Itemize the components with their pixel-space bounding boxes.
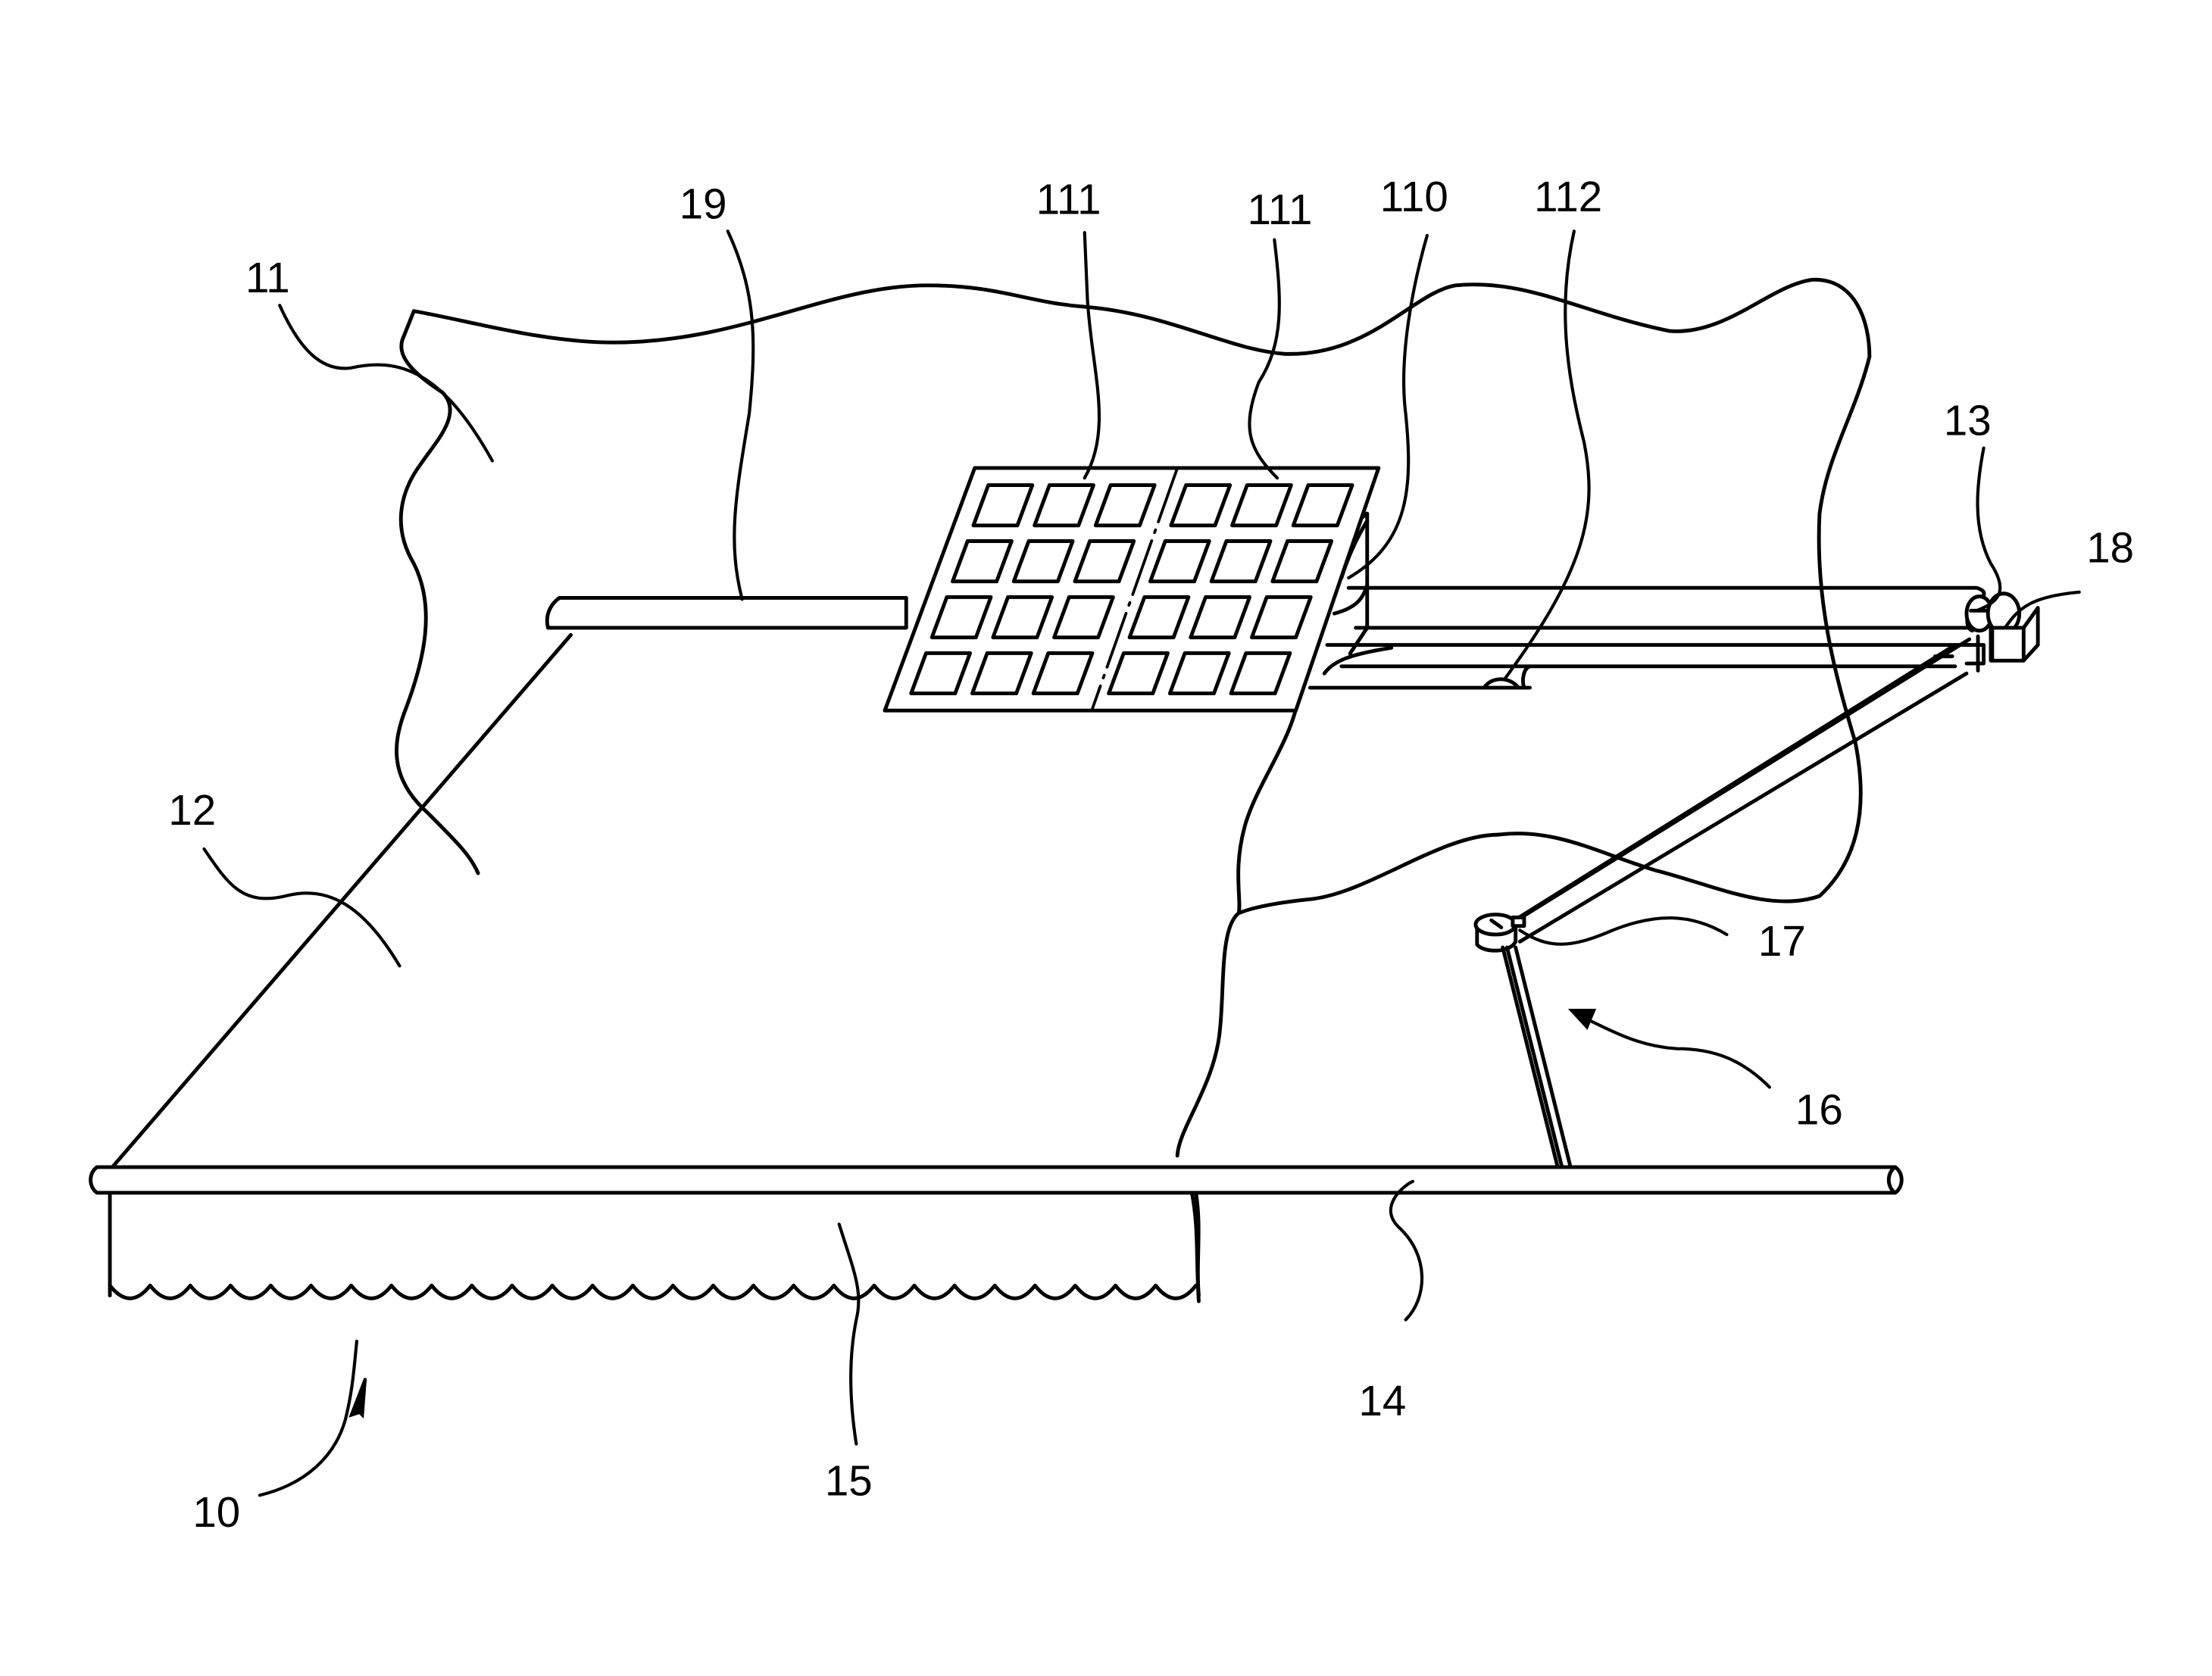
leader-13 <box>1975 446 2002 613</box>
label-15: 15 <box>825 1456 873 1504</box>
valance[interactable] <box>108 1191 1201 1300</box>
arrowhead-16 <box>1567 1008 1597 1030</box>
leader-15 <box>837 1222 861 1446</box>
leader-16 <box>1575 1013 1772 1089</box>
solar-cell <box>991 595 1054 640</box>
solar-cell <box>1169 483 1233 528</box>
solar-cell <box>1209 539 1273 584</box>
solar-cell <box>1189 595 1252 640</box>
solar-panel[interactable] <box>883 466 1381 713</box>
label-112: 112 <box>1534 173 1602 220</box>
leader-12 <box>202 847 401 968</box>
label-13: 13 <box>1944 397 1992 445</box>
elbow-joint[interactable] <box>1473 913 1526 953</box>
solar-cell <box>1107 651 1170 696</box>
solar-cells <box>909 483 1354 696</box>
solar-cell <box>1291 483 1354 528</box>
leader-lines <box>202 229 2081 1497</box>
leader-17 <box>1518 916 1729 946</box>
solar-cell <box>1167 651 1231 696</box>
label-110: 110 <box>1380 173 1448 220</box>
solar-cell <box>909 651 973 696</box>
solar-cell <box>1229 651 1292 696</box>
label-11: 11 <box>245 254 290 301</box>
front-bar[interactable] <box>89 1165 1904 1195</box>
label-111-right: 111 <box>1248 186 1313 233</box>
arrowhead-10 <box>348 1378 367 1419</box>
leader-112 <box>1504 229 1591 679</box>
label-10: 10 <box>192 1488 240 1536</box>
upper-arm[interactable] <box>1496 637 1972 944</box>
solar-cell <box>1033 483 1095 528</box>
solar-cell <box>1031 651 1095 696</box>
label-17: 17 <box>1758 917 1806 965</box>
leader-11 <box>278 304 495 463</box>
reference-numerals: 10 11 12 13 14 15 16 17 18 19 110 111 11… <box>168 173 2134 1536</box>
wall-outline <box>395 277 1872 1158</box>
solar-cell <box>1093 483 1157 528</box>
arrowheads <box>348 1008 1597 1419</box>
solar-cell <box>1052 595 1115 640</box>
solar-cell <box>1270 539 1334 584</box>
motor[interactable] <box>1964 591 2040 673</box>
solar-cell <box>1148 539 1211 584</box>
label-16: 16 <box>1795 1086 1843 1134</box>
solar-cell <box>929 595 993 640</box>
solar-cell <box>1011 539 1075 584</box>
label-12: 12 <box>168 786 216 834</box>
leader-18 <box>2003 590 2081 630</box>
leader-10 <box>258 1339 359 1497</box>
lower-arm[interactable] <box>1501 945 1573 1172</box>
solar-cell <box>970 651 1033 696</box>
solar-cell <box>1073 539 1136 584</box>
leader-110 <box>1347 233 1429 580</box>
label-111-left: 111 <box>1036 176 1101 223</box>
leader-111b <box>1248 238 1281 480</box>
label-18: 18 <box>2086 523 2134 571</box>
solar-cell <box>1230 483 1293 528</box>
leader-111a <box>1083 231 1101 480</box>
label-19: 19 <box>680 179 727 227</box>
canopy-break-line <box>1189 694 1301 1303</box>
solar-cell <box>951 539 1014 584</box>
solar-cell <box>1127 595 1191 640</box>
solar-cell <box>1250 595 1313 640</box>
leader-14 <box>1389 1179 1424 1322</box>
cable-conduit[interactable] <box>1308 645 1957 690</box>
solar-cell <box>971 483 1035 528</box>
label-14: 14 <box>1358 1377 1406 1425</box>
leader-19 <box>726 229 755 601</box>
